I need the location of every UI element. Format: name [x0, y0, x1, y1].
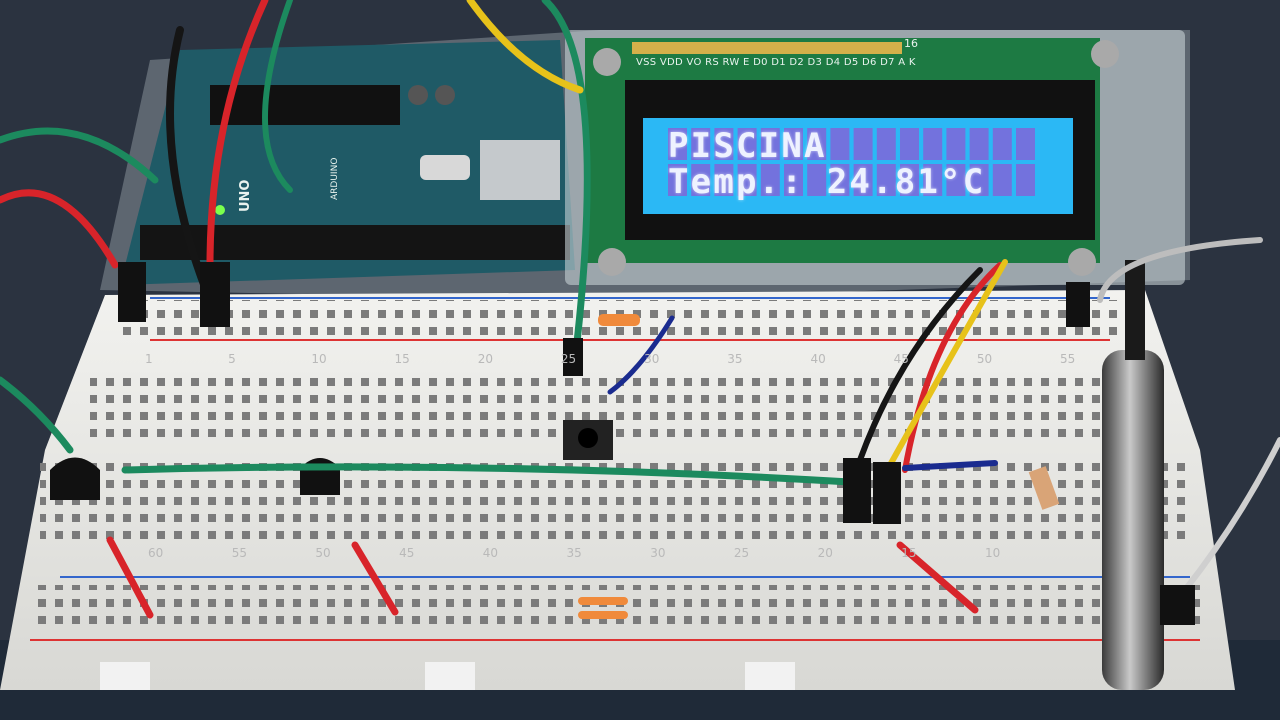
breadboard-column-number: 50: [315, 546, 331, 560]
lcd-cell: [992, 128, 1012, 160]
jumper-connectors: [118, 262, 1195, 625]
breadboard-column-number: 25: [733, 546, 750, 560]
temperature-probe: [1102, 260, 1164, 690]
breadboard-column-number: 30: [650, 546, 666, 560]
lcd-cell: [830, 128, 850, 160]
breadboard-column-number: 10: [311, 352, 327, 366]
lcd-cell: [760, 164, 780, 196]
lcd-cell: [853, 164, 873, 196]
arduino-brand-label: ARDUINO: [330, 157, 340, 200]
breadboard-column-number: 45: [399, 546, 415, 560]
transistor-left: [50, 457, 100, 500]
lcd-cell: [923, 164, 943, 196]
lcd-cell: [691, 128, 711, 160]
breadboard-column-number: 35: [566, 546, 582, 560]
breadboard-column-number: 40: [482, 546, 499, 560]
lcd-cell: [992, 164, 1012, 196]
lcd-cell: [714, 128, 734, 160]
breadboard-column-number: 20: [817, 546, 833, 560]
breadboard-column-number: 55: [231, 546, 247, 560]
lcd-cell: [969, 128, 989, 160]
lcd-cell: [737, 164, 757, 196]
breadboard-column-number: 60: [148, 546, 164, 560]
lcd-cell: [853, 128, 873, 160]
wires: [0, 0, 1280, 619]
breadboard-column-number: 50: [976, 352, 993, 366]
lcd-cell: [876, 128, 896, 160]
breadboard-column-number: 5: [228, 352, 236, 366]
lcd-cell: [923, 128, 943, 160]
lcd-cell: [668, 128, 687, 160]
breadboard-column-number: 15: [901, 546, 917, 560]
lcd-cell: [760, 128, 780, 160]
lcd-cell: [737, 128, 757, 160]
breadboard-column-number: 1: [145, 352, 153, 366]
lcd-cell: [807, 128, 827, 160]
breadboard-column-number: 20: [477, 352, 493, 366]
lcd-line-1: PISCINA: [668, 126, 827, 166]
push-button: [563, 420, 613, 460]
lcd-pin-count-label: 16: [904, 37, 918, 50]
lcd-module: [565, 30, 1185, 285]
lcd-cell: [830, 164, 850, 196]
lcd-line-2: Temp.: 24.81°C: [668, 162, 986, 202]
lcd-cell: [1016, 164, 1035, 196]
arduino-uno-label: UNO: [238, 179, 253, 213]
lcd-cell: [784, 164, 803, 196]
breadboard-column-number: 45: [893, 352, 909, 366]
lcd-character-cells: [668, 128, 1035, 196]
lcd-cell: [807, 164, 827, 196]
breadboard-column-number: 15: [394, 352, 410, 366]
resistor: [1028, 466, 1060, 510]
lcd-cell: [946, 164, 966, 196]
lcd-cell: [714, 164, 734, 196]
lcd-pin-labels: VSS VDD VO RS RW E D0 D1 D2 D3 D4 D5 D6 …: [636, 57, 916, 68]
breadboard-column-number: 25: [560, 352, 577, 366]
lcd-cell: [1016, 128, 1035, 160]
capacitor-top: [598, 314, 640, 326]
lcd-cell: [691, 164, 711, 196]
breadboard-column-number: 30: [644, 352, 660, 366]
breadboard-column-number: 55: [1060, 352, 1076, 366]
breadboard-column-number: 10: [985, 546, 1001, 560]
lcd-cell: [784, 128, 803, 160]
lcd-cell: [668, 164, 687, 196]
arduino-board: [120, 40, 575, 285]
lcd-cell: [900, 164, 919, 196]
breadboard-column-number: 35: [727, 352, 743, 366]
breadboard-column-number: 40: [810, 352, 826, 366]
lcd-cell: [946, 128, 966, 160]
lcd-cell: [900, 128, 919, 160]
capacitor-bottom: [578, 597, 628, 619]
lcd-cell: [876, 164, 896, 196]
lcd-cell: [969, 164, 989, 196]
